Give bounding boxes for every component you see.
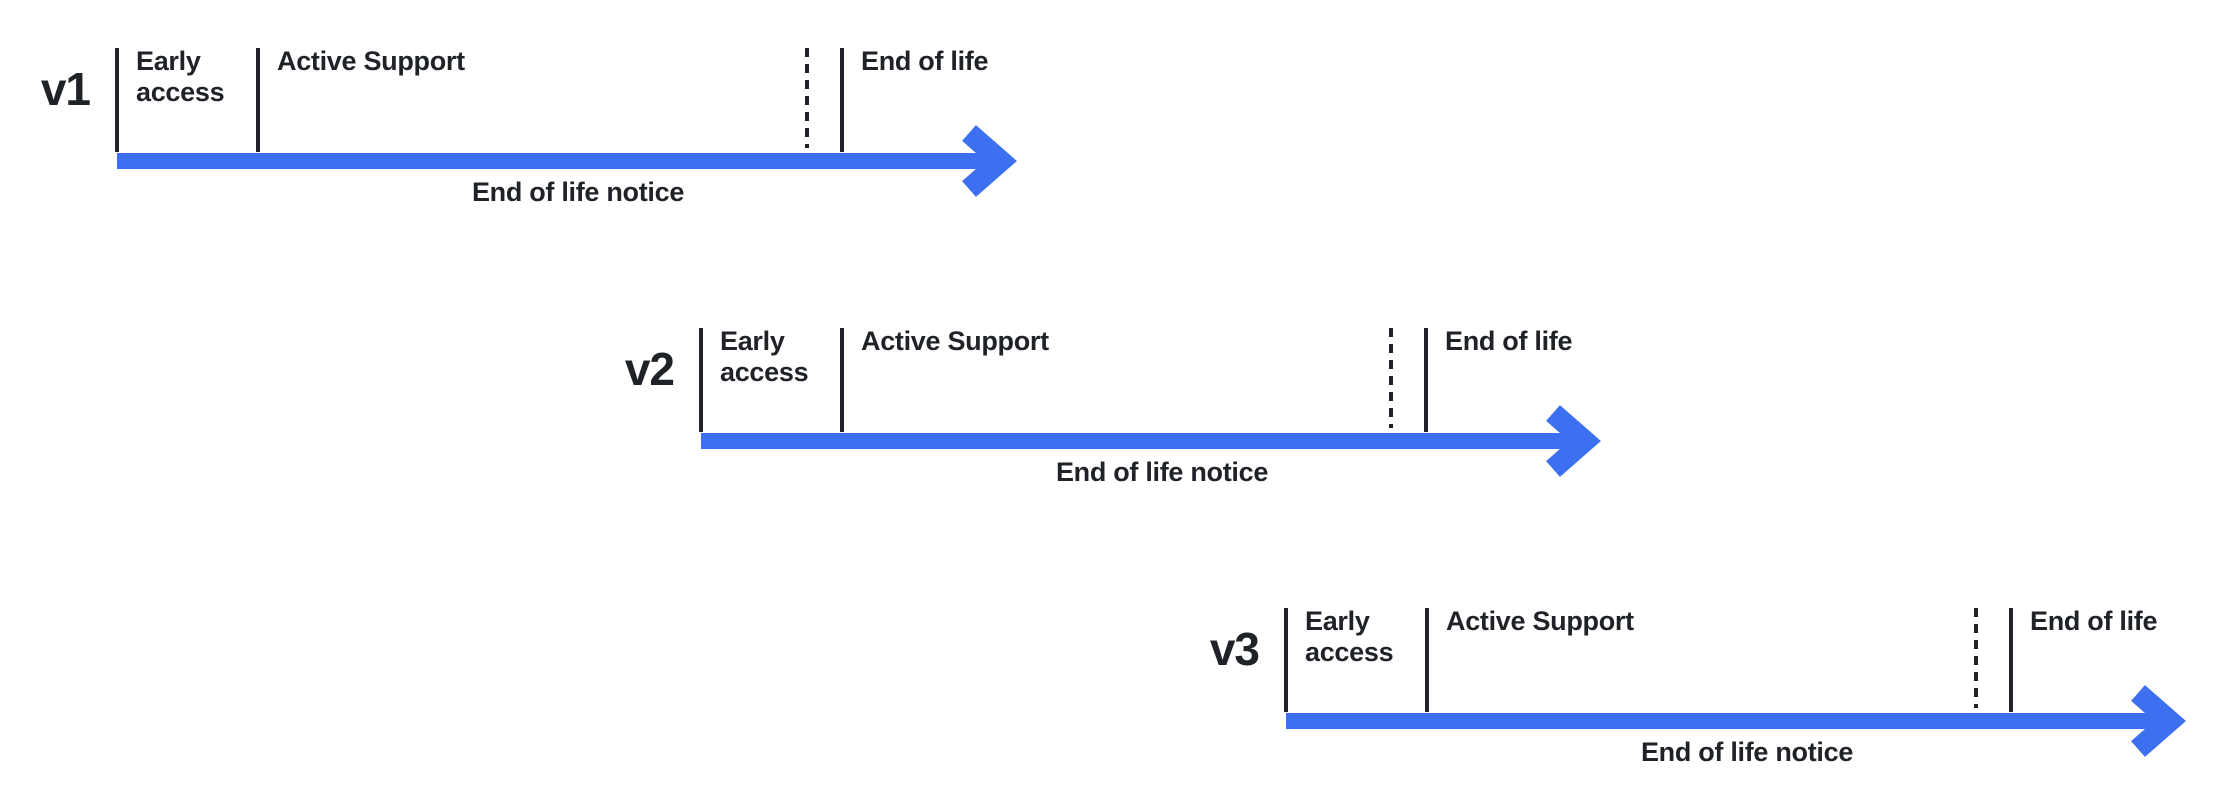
early-access-start-tick	[115, 48, 119, 152]
timeline-v1: v1 Early access Active Support End of li…	[0, 0, 1060, 240]
eol-notice-label: End of life notice	[1640, 737, 1854, 767]
active-support-label: Active Support	[277, 46, 465, 76]
timeline-arrow-icon	[117, 125, 1017, 197]
eol-notice-dashed-line	[1389, 328, 1393, 428]
early-access-start-tick	[1284, 608, 1288, 712]
active-support-label: Active Support	[861, 326, 1049, 356]
arrow-head	[2131, 685, 2186, 757]
early-access-label: Early access	[720, 326, 809, 387]
version-label: v1	[40, 63, 91, 115]
end-of-life-label: End of life	[2030, 606, 2158, 636]
timeline-v3: v3 Early access Active Support End of li…	[1169, 560, 2228, 800]
early-access-label: Early access	[136, 46, 225, 107]
version-label: v2	[624, 343, 675, 395]
end-of-life-tick	[2009, 608, 2013, 712]
eol-notice-dashed-line	[1974, 608, 1978, 708]
end-of-life-label: End of life	[1445, 326, 1573, 356]
eol-notice-label: End of life notice	[1055, 457, 1269, 487]
version-label: v3	[1209, 623, 1260, 675]
end-of-life-tick	[1424, 328, 1428, 432]
timeline-arrow-icon	[701, 405, 1601, 477]
eol-notice-dashed-line	[805, 48, 809, 148]
arrow-head	[962, 125, 1017, 197]
end-of-life-label: End of life	[861, 46, 989, 76]
early-access-label: Early access	[1305, 606, 1394, 667]
active-support-start-tick	[256, 48, 260, 152]
active-support-label: Active Support	[1446, 606, 1634, 636]
timeline-arrow-icon	[1286, 685, 2186, 757]
arrow-head	[1546, 405, 1601, 477]
timeline-v2: v2 Early access Active Support End of li…	[584, 280, 1644, 520]
eol-notice-label: End of life notice	[471, 177, 685, 207]
active-support-start-tick	[840, 328, 844, 432]
end-of-life-tick	[840, 48, 844, 152]
early-access-start-tick	[699, 328, 703, 432]
active-support-start-tick	[1425, 608, 1429, 712]
